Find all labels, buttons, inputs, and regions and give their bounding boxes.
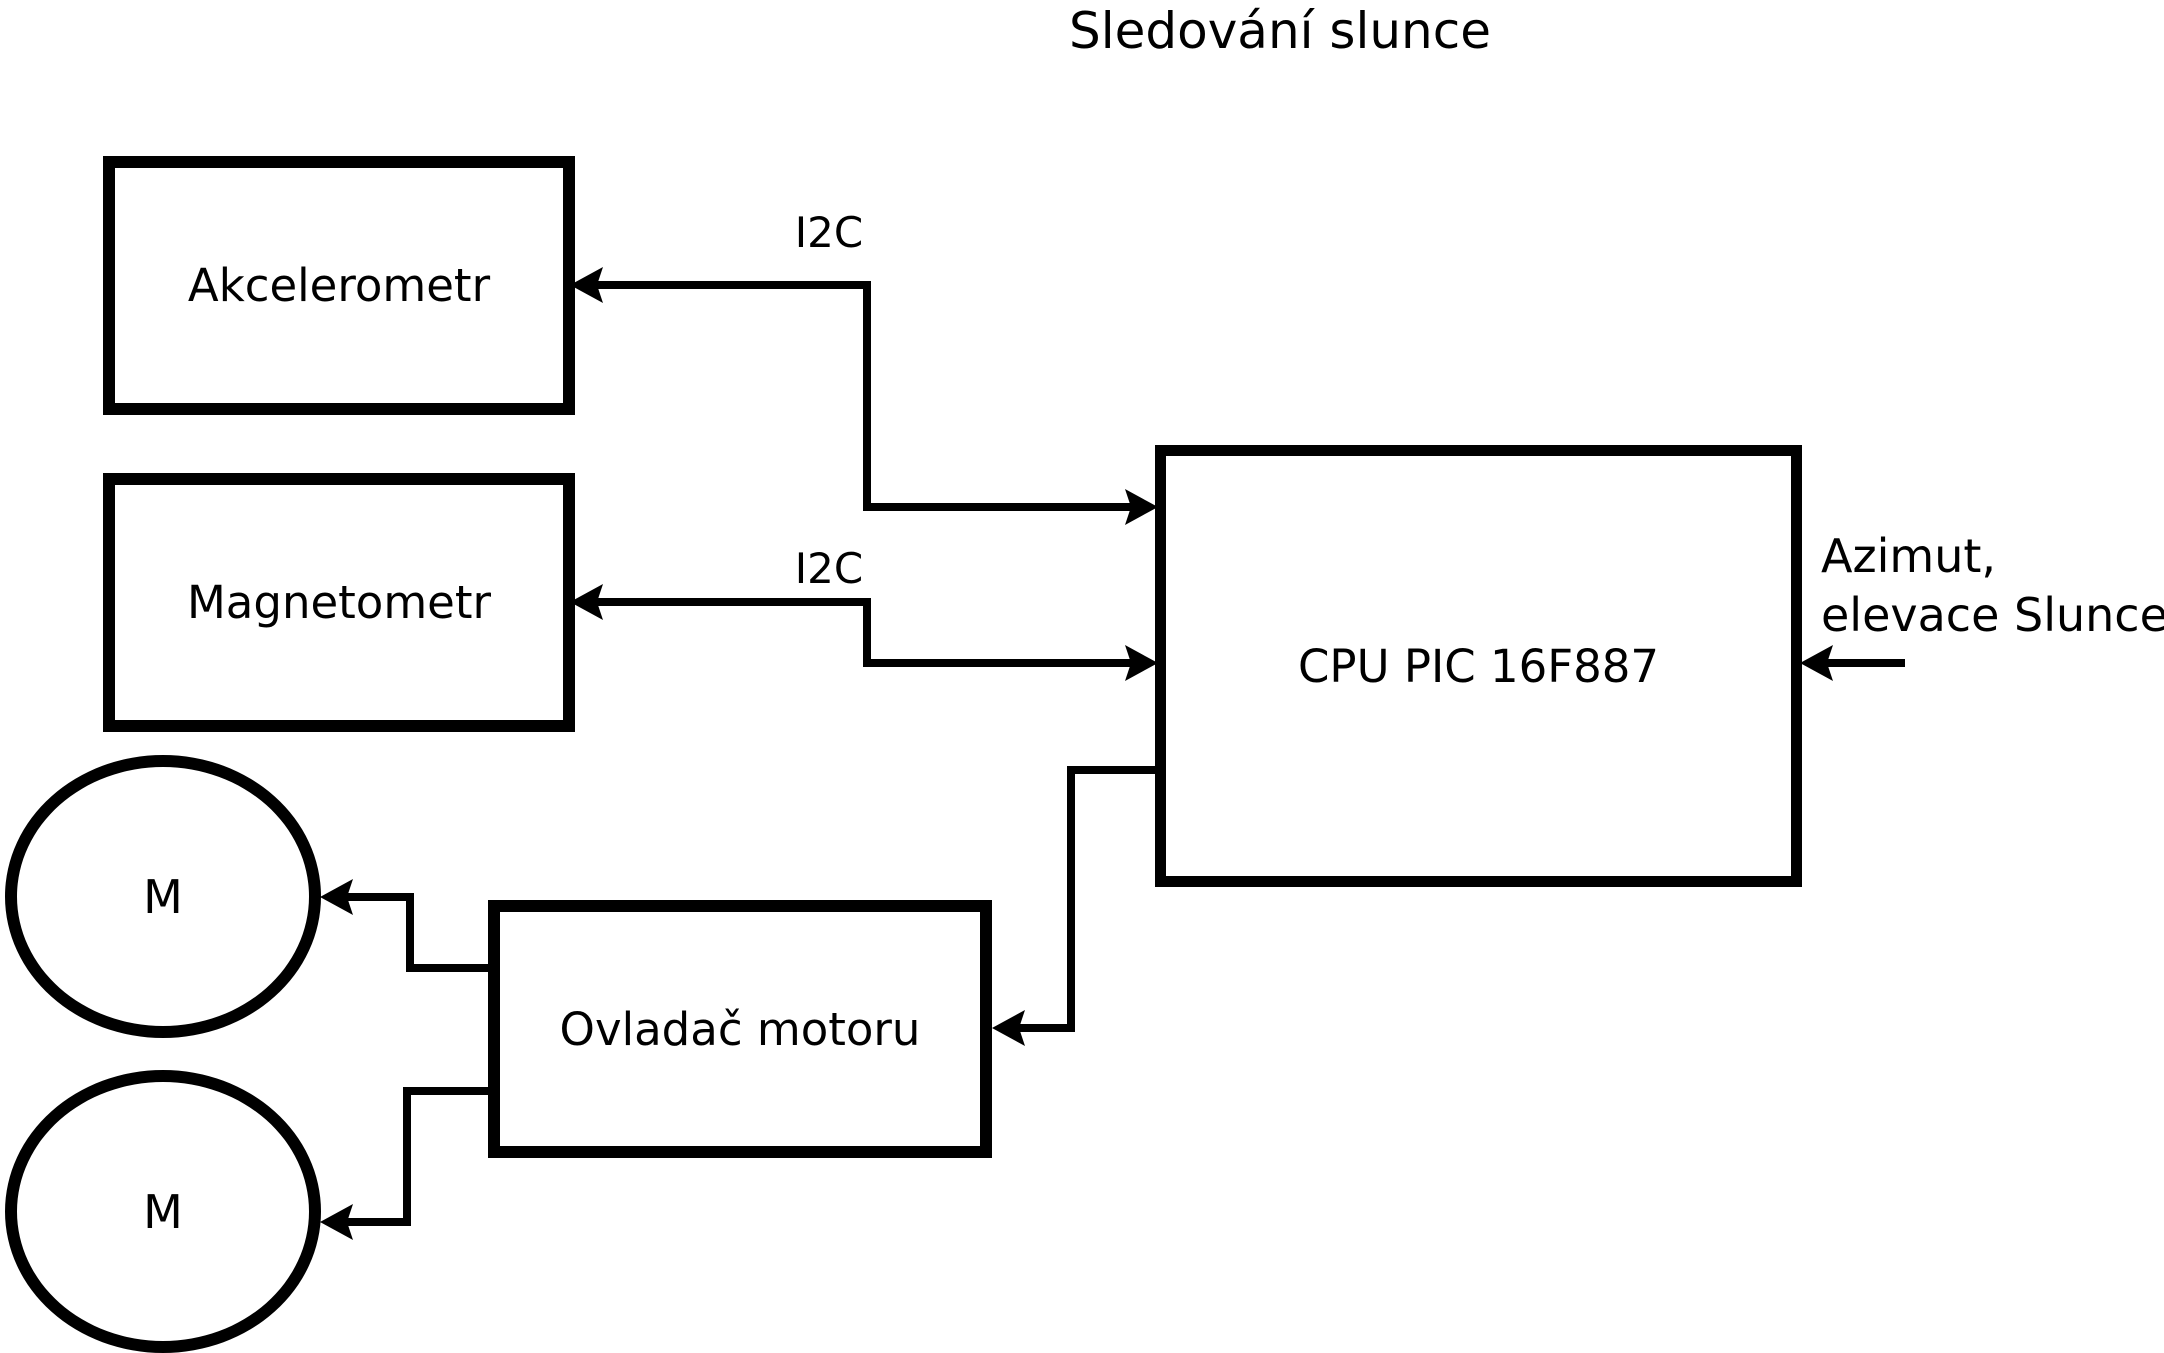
node-motor-driver: Ovladač motoru xyxy=(488,900,992,1158)
arrowhead-left-icon xyxy=(1800,645,1833,681)
motor-bottom-label: M xyxy=(143,1184,183,1239)
node-motor-top: M xyxy=(5,755,321,1038)
arrowhead-right-icon xyxy=(1125,489,1158,525)
node-accelerometer: Akcelerometr xyxy=(103,156,575,415)
arrow-motor-driver-to-motor-bottom xyxy=(320,1087,496,1240)
node-magnetometer: Magnetometr xyxy=(103,473,575,732)
cpu-label: CPU PIC 16F887 xyxy=(1298,639,1659,693)
sun-position-annotation: Azimut, elevace Slunce xyxy=(1821,527,2164,645)
i2c-label-magnetometer: I2C xyxy=(794,544,864,593)
sun-position-annotation-line2: elevace Slunce xyxy=(1821,588,2164,642)
i2c-arrow-accelerometer-cpu xyxy=(570,267,1158,525)
arrowhead-left-icon xyxy=(570,584,603,620)
accelerometer-label: Akcelerometr xyxy=(187,259,491,312)
i2c-label-accelerometer: I2C xyxy=(794,208,864,257)
node-cpu: CPU PIC 16F887 xyxy=(1155,445,1802,887)
node-motor-bottom: M xyxy=(5,1070,321,1353)
arrow-sun-position-input xyxy=(1800,645,1905,681)
arrowhead-left-icon xyxy=(992,1010,1025,1046)
arrowhead-left-icon xyxy=(320,1204,353,1240)
arrow-cpu-to-motor-driver xyxy=(992,766,1160,1046)
i2c-arrow-magnetometer-cpu xyxy=(570,584,1158,681)
arrowhead-left-icon xyxy=(570,267,603,303)
motor-driver-label: Ovladač motoru xyxy=(559,1002,921,1056)
arrowhead-left-icon xyxy=(320,879,353,915)
sun-position-annotation-line1: Azimut, xyxy=(1821,529,1997,583)
arrowhead-right-icon xyxy=(1125,645,1158,681)
motor-top-label: M xyxy=(143,869,183,924)
diagram-title: Sledování slunce xyxy=(1069,2,1491,60)
arrow-motor-driver-to-motor-top xyxy=(320,879,496,972)
magnetometer-label: Magnetometr xyxy=(186,576,491,629)
